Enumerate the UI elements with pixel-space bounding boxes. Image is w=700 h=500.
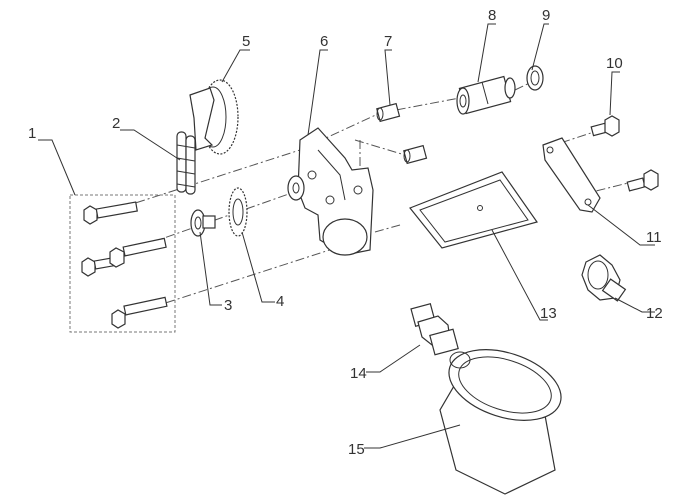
callout-13: 13	[540, 305, 557, 322]
part-6-pump-body	[287, 127, 374, 256]
bolt-1c	[109, 237, 167, 268]
callout-14: 14	[350, 365, 367, 382]
part-9-o-ring	[526, 65, 544, 91]
part-11-gasket-plate	[542, 137, 601, 213]
callout-4: 4	[276, 293, 284, 310]
part-2-chain	[176, 131, 196, 195]
part-7-dowel-pins	[376, 102, 428, 165]
part-12-pressure-sensor	[581, 254, 627, 302]
part-1-bolt-set	[69, 194, 176, 333]
callout-7: 7	[384, 33, 392, 50]
callout-2: 2	[112, 115, 120, 132]
part-10-bolts	[590, 115, 659, 192]
part-4-sprocket	[228, 187, 248, 237]
callout-3: 3	[224, 297, 232, 314]
callout-8: 8	[488, 7, 496, 24]
part-3-washer	[190, 209, 216, 237]
callout-12: 12	[646, 305, 663, 322]
callout-labels: 1 2 3 4 5 6 7 8 9 10 11 12 13 14 15	[28, 7, 663, 458]
bolt-1b	[81, 257, 115, 277]
callout-5: 5	[242, 33, 250, 50]
callout-9: 9	[542, 7, 550, 24]
part-13-strainer	[409, 171, 538, 249]
bolt-1d	[111, 296, 168, 329]
callout-1: 1	[28, 125, 36, 142]
callout-11: 11	[646, 229, 662, 246]
bolt-1a	[83, 201, 138, 225]
callout-10: 10	[606, 55, 623, 72]
callout-15: 15	[348, 441, 365, 458]
part-5-cam-gear	[189, 79, 239, 155]
part-14-fitting	[410, 302, 459, 356]
part-8-valve	[456, 75, 516, 115]
callout-6: 6	[320, 33, 328, 50]
part-15-oil-filter	[439, 349, 562, 495]
bolt-group-box	[69, 194, 176, 333]
leader-lines	[38, 23, 655, 449]
